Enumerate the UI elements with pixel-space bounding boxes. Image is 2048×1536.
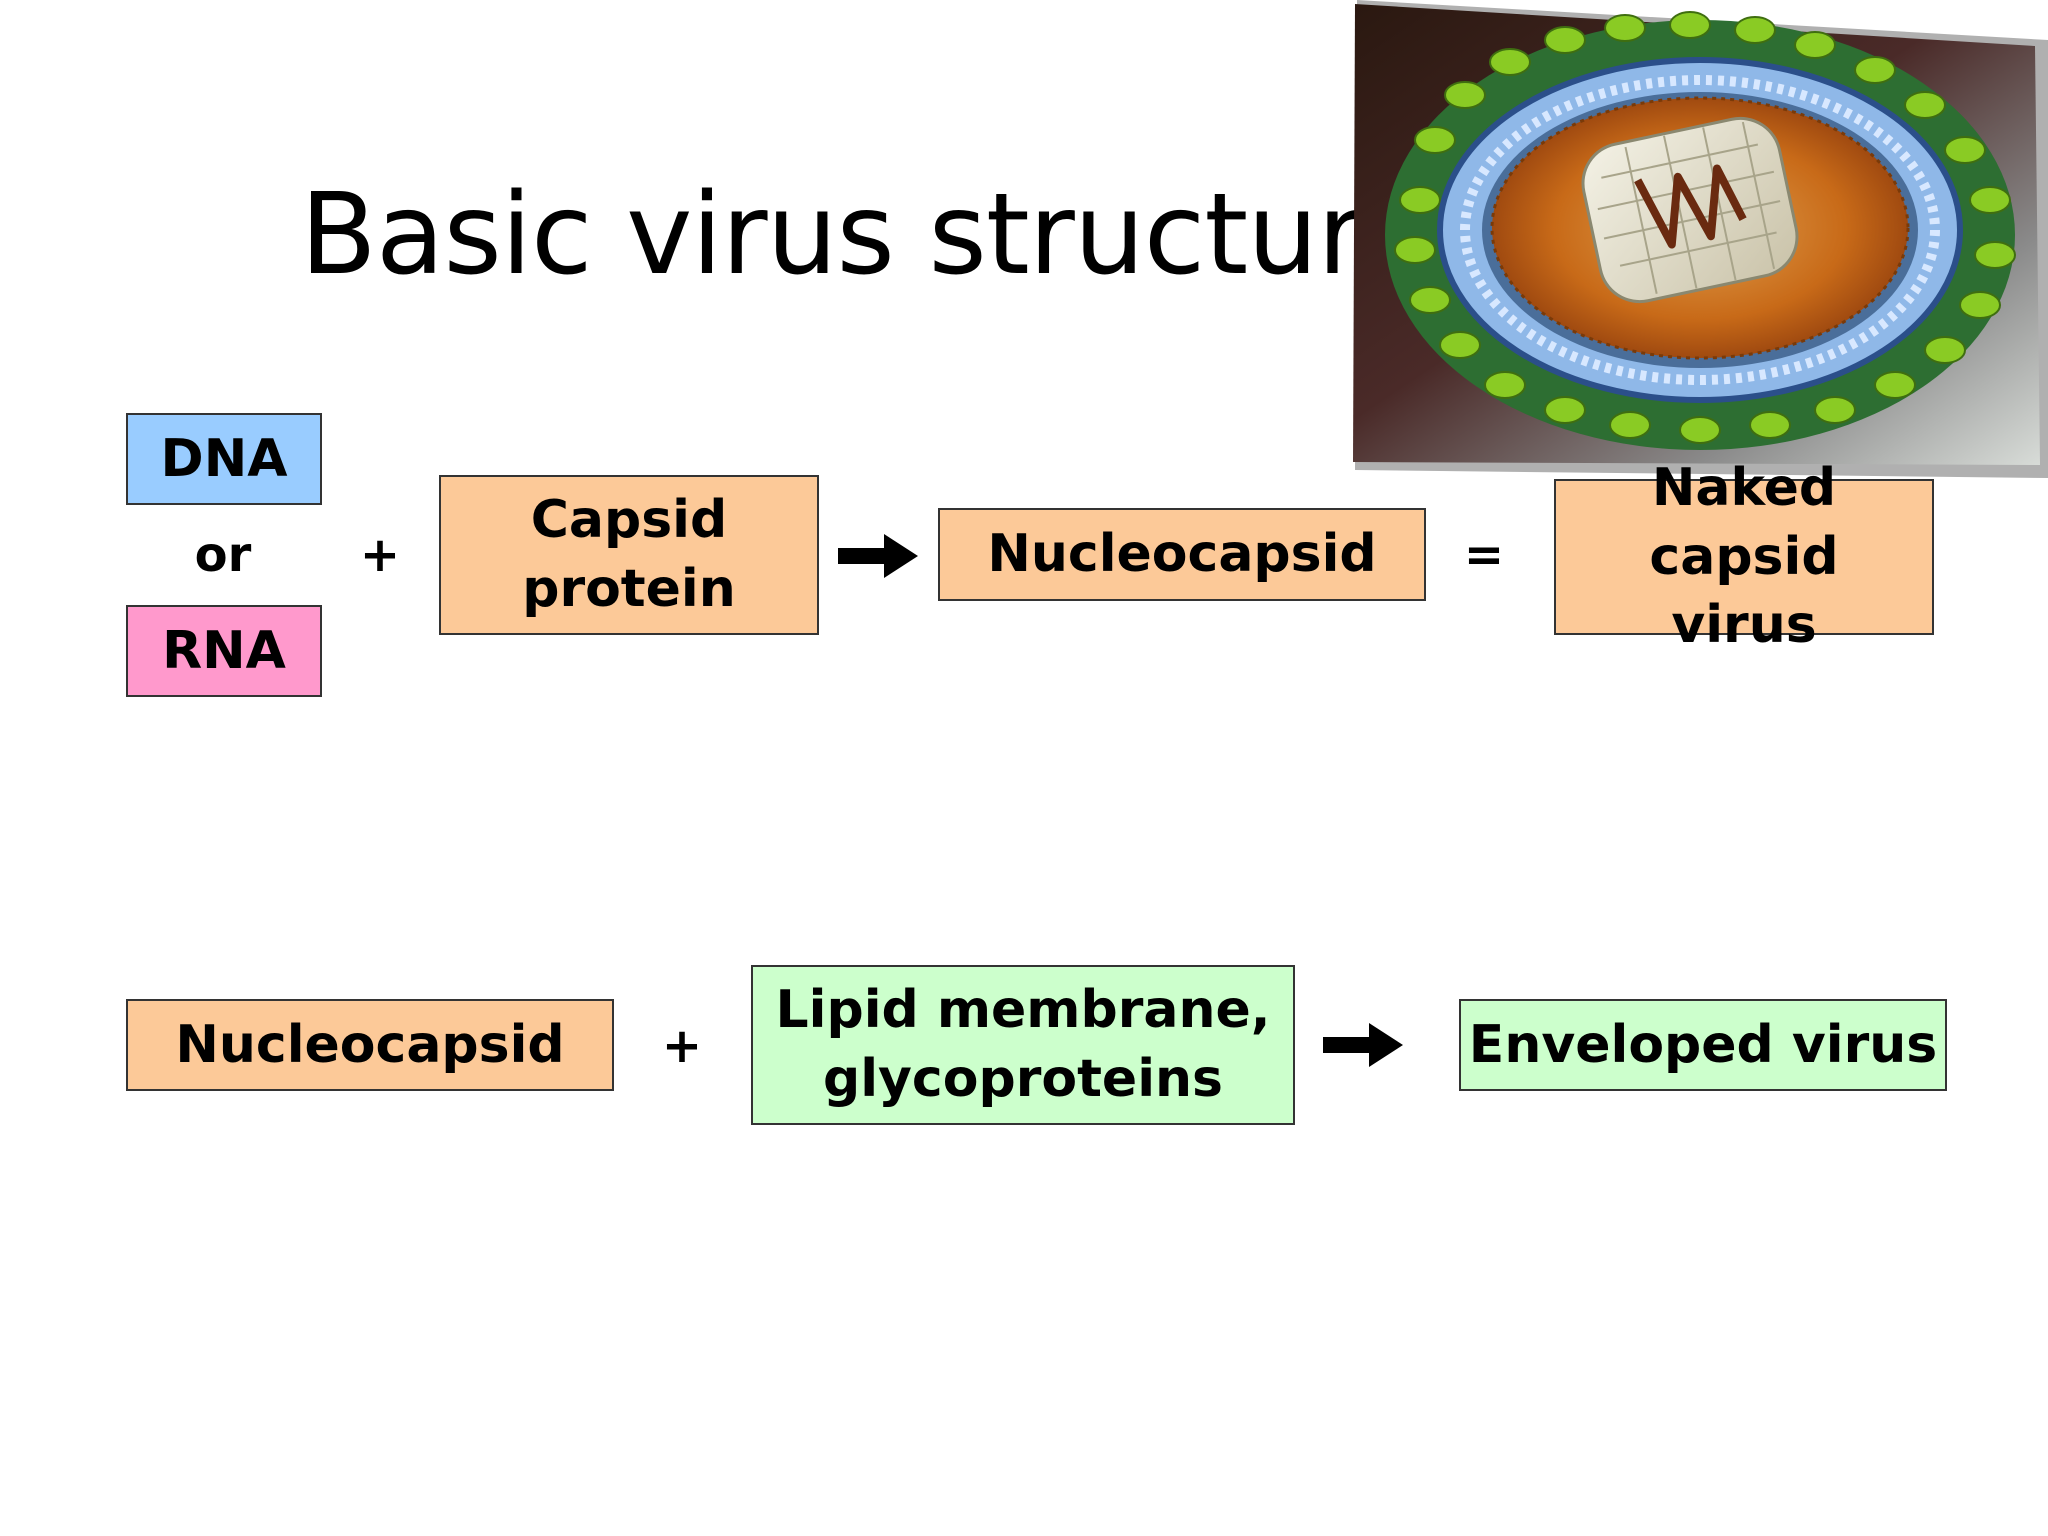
virus-illustration xyxy=(1353,0,2048,478)
plus-sign-row2: + xyxy=(661,1018,703,1074)
capsid-protein-box: Capsid protein xyxy=(439,475,819,635)
nucleocapsid-box-row2: Nucleocapsid xyxy=(126,999,614,1091)
naked-capsid-virus-box: Naked capsid virus xyxy=(1554,458,1934,655)
arrow-icon xyxy=(838,534,918,578)
nucleocapsid-box: Nucleocapsid xyxy=(938,508,1426,601)
or-label: or xyxy=(194,527,252,583)
equals-sign: = xyxy=(1463,527,1505,583)
dna-box: DNA xyxy=(126,413,322,505)
rna-box: RNA xyxy=(126,605,322,697)
lipid-membrane-box: Lipid membrane, glycoproteins xyxy=(751,965,1295,1125)
arrow-icon-row2 xyxy=(1323,1023,1403,1067)
enveloped-virus-box: Enveloped virus xyxy=(1459,999,1947,1091)
plus-sign: + xyxy=(359,527,401,583)
slide-title: Basic virus structure xyxy=(300,170,1429,300)
